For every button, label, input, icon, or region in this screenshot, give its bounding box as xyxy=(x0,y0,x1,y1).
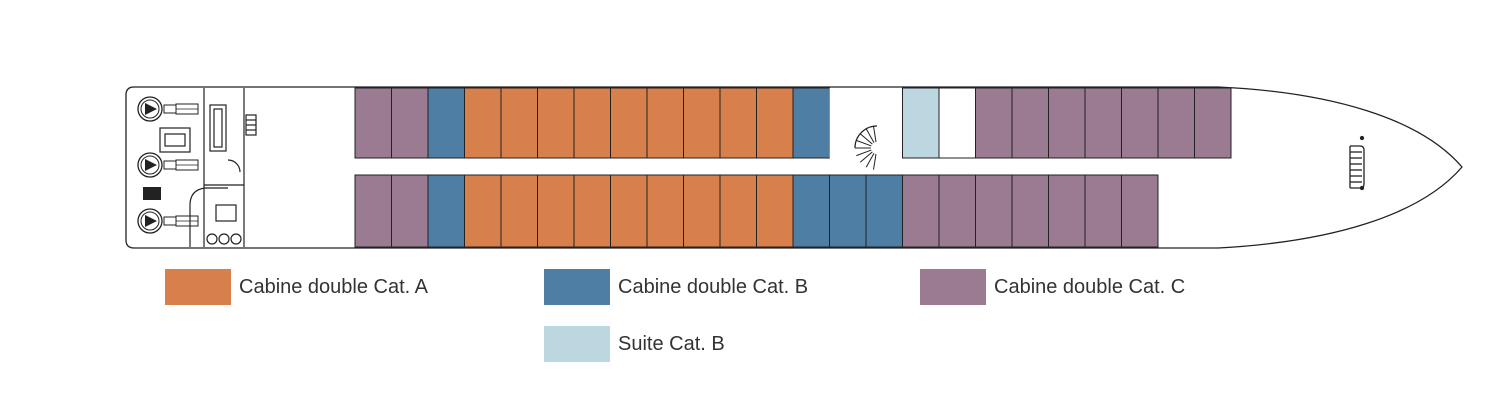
cabin-cat-b[interactable] xyxy=(792,174,830,248)
wheelhouse-icon xyxy=(1349,135,1365,191)
cabin-cat-c[interactable] xyxy=(391,87,429,159)
black-block xyxy=(143,187,161,200)
cabin-cat-c[interactable] xyxy=(938,174,976,248)
cabin-cat-b[interactable] xyxy=(829,174,867,248)
cabin-cat-c[interactable] xyxy=(1121,174,1159,248)
blank-room[interactable] xyxy=(938,87,976,159)
cabin-cat-c[interactable] xyxy=(975,87,1013,159)
cabin-cat-c[interactable] xyxy=(1084,87,1122,159)
legend-label-suite-b: Suite Cat. B xyxy=(618,332,725,355)
cabin-cat-a[interactable] xyxy=(683,174,721,248)
engine-icon xyxy=(137,152,199,178)
stern-machinery xyxy=(159,88,257,247)
cabin-cat-c[interactable] xyxy=(1194,87,1232,159)
cabin-cat-c[interactable] xyxy=(975,174,1013,248)
cabin-cat-c[interactable] xyxy=(1121,87,1159,159)
suite-cat-b[interactable] xyxy=(902,87,940,159)
cabin-cat-a[interactable] xyxy=(464,87,502,159)
engines xyxy=(137,96,199,234)
legend-label-cat-c: Cabine double Cat. C xyxy=(994,275,1186,298)
cabin-cat-c[interactable] xyxy=(1084,174,1122,248)
legend-item-cat-a: Cabine double Cat. A xyxy=(165,269,428,305)
cabin-cat-a[interactable] xyxy=(573,87,611,159)
cabin-cat-a[interactable] xyxy=(573,174,611,248)
legend-item-suite-b: Suite Cat. B xyxy=(544,326,725,362)
spiral-staircase-icon xyxy=(829,88,903,170)
cabin-cat-b[interactable] xyxy=(865,174,903,248)
legend-swatch-cat-c xyxy=(920,269,986,305)
legend-item-cat-b: Cabine double Cat. B xyxy=(544,269,808,305)
cabin-cat-a[interactable] xyxy=(610,174,648,248)
legend-swatch-suite-b xyxy=(544,326,610,362)
cabin-cat-c[interactable] xyxy=(1011,174,1049,248)
cabin-cat-a[interactable] xyxy=(756,87,794,159)
cabin-cat-c[interactable] xyxy=(354,174,392,248)
deck-plan xyxy=(125,86,1463,249)
cabin-cat-a[interactable] xyxy=(500,87,538,159)
cabin-cat-b[interactable] xyxy=(427,174,465,248)
legend-label-cat-a: Cabine double Cat. A xyxy=(239,275,429,298)
legend-label-cat-b: Cabine double Cat. B xyxy=(618,275,809,298)
cabin-cat-a[interactable] xyxy=(464,174,502,248)
cabin-cat-c[interactable] xyxy=(354,87,392,159)
cabin-cat-c[interactable] xyxy=(1048,87,1086,159)
cabin-cat-a[interactable] xyxy=(537,174,575,248)
cabin-cat-a[interactable] xyxy=(683,87,721,159)
cabin-cat-c[interactable] xyxy=(391,174,429,248)
cabin-cat-a[interactable] xyxy=(719,87,757,159)
cabins xyxy=(354,87,1232,248)
cabin-cat-c[interactable] xyxy=(902,174,940,248)
cabin-cat-a[interactable] xyxy=(756,174,794,248)
legend-swatch-cat-b xyxy=(544,269,610,305)
cabin-cat-b[interactable] xyxy=(427,87,465,159)
cabin-cat-a[interactable] xyxy=(646,87,684,159)
legend-swatch-cat-a xyxy=(165,269,231,305)
cabin-cat-c[interactable] xyxy=(1157,87,1195,159)
legend-item-cat-c: Cabine double Cat. C xyxy=(920,269,1185,305)
engine-icon xyxy=(137,96,199,122)
cabin-cat-b[interactable] xyxy=(792,87,830,159)
cabin-cat-a[interactable] xyxy=(500,174,538,248)
engine-icon xyxy=(137,208,199,234)
cabin-cat-a[interactable] xyxy=(537,87,575,159)
cabin-cat-c[interactable] xyxy=(1011,87,1049,159)
cabin-cat-a[interactable] xyxy=(610,87,648,159)
cabin-cat-a[interactable] xyxy=(646,174,684,248)
cabin-cat-c[interactable] xyxy=(1048,174,1086,248)
cabin-cat-a[interactable] xyxy=(719,174,757,248)
